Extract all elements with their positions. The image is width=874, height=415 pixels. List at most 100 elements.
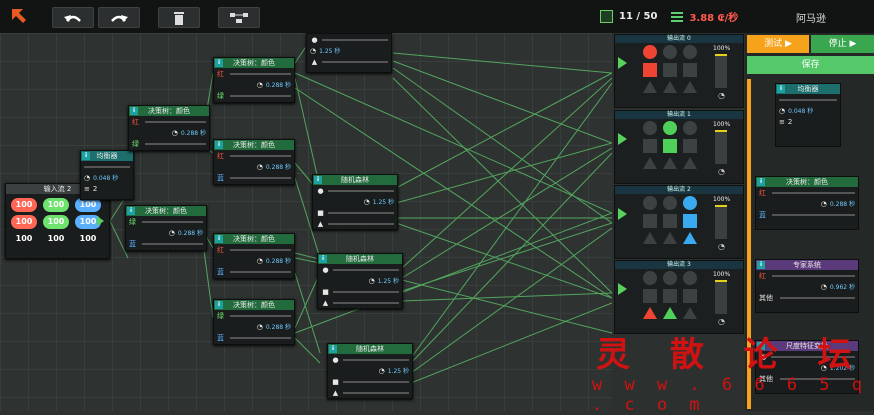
output-percent: 100% xyxy=(713,271,731,278)
tab-test[interactable]: 测试 ▶ xyxy=(747,35,809,53)
circle-slot xyxy=(643,121,657,135)
info-icon[interactable]: i xyxy=(777,85,785,93)
output-input-port[interactable] xyxy=(618,208,627,220)
dt-title-text: 决策树：颜色 xyxy=(233,59,275,67)
gauge-icon: ◔ xyxy=(168,228,175,237)
info-icon[interactable]: i xyxy=(82,152,90,160)
info-icon[interactable]: i xyxy=(319,255,327,263)
info-icon[interactable]: i xyxy=(314,176,322,184)
triangle-slot xyxy=(683,157,697,169)
gauge-icon: ◔ xyxy=(718,91,725,100)
slot xyxy=(230,270,291,273)
info-icon[interactable]: i xyxy=(329,345,337,353)
gauge-icon: ◔ xyxy=(820,282,827,291)
undo-button[interactable] xyxy=(52,7,94,28)
dt-input-b: 绿 xyxy=(132,139,139,148)
slot xyxy=(333,290,399,293)
info-icon[interactable]: i xyxy=(127,207,135,215)
panel-expert-title: i 专家系统 xyxy=(756,260,858,270)
rf-slot xyxy=(322,60,388,63)
output-input-port[interactable] xyxy=(618,57,627,69)
back-arrow-icon[interactable] xyxy=(9,6,29,26)
rf-row: ● xyxy=(328,354,412,365)
dt-row: 红 xyxy=(214,244,294,255)
square-icon: ■ xyxy=(332,377,339,386)
gauge-icon: ◔ xyxy=(256,80,263,89)
info-icon[interactable]: i xyxy=(130,107,138,115)
save-button[interactable]: 保存 xyxy=(747,56,874,74)
circle-slot xyxy=(663,45,677,59)
input-cell: 100 xyxy=(43,198,69,212)
input-cell: 100 xyxy=(43,215,69,229)
arrange-button[interactable] xyxy=(218,7,260,28)
slot xyxy=(230,248,291,251)
component-count: 11 / 50 xyxy=(619,11,658,22)
panel-expert-title-text: 专家系统 xyxy=(793,261,821,269)
output-input-port[interactable] xyxy=(618,283,627,295)
dt-row: 绿 xyxy=(126,216,206,227)
dt-title-text: 决策树：颜色 xyxy=(233,235,275,243)
dt-row: 蓝 xyxy=(126,238,206,249)
tab-stop[interactable]: 停止 ▶ xyxy=(811,35,874,53)
info-icon[interactable]: i xyxy=(757,261,765,269)
panel-scrollbar[interactable] xyxy=(747,79,751,409)
rf-row: ■ xyxy=(328,376,412,387)
redo-button[interactable] xyxy=(98,7,140,28)
slot xyxy=(230,336,291,339)
delete-button[interactable] xyxy=(158,7,200,28)
arrange-icon xyxy=(230,12,248,23)
dt-input-b: 蓝 xyxy=(129,239,136,248)
dt-time: 0.288 秒 xyxy=(265,324,291,331)
rf-row: ◔1.25 秒 xyxy=(328,365,412,376)
triangle-slot xyxy=(663,157,677,169)
balancer-time: 0.048 秒 xyxy=(93,175,119,182)
rf-time: 1.25 秒 xyxy=(387,368,409,375)
info-icon[interactable]: i xyxy=(215,141,223,149)
input-cell: 100 xyxy=(11,232,37,246)
square-icon: ■ xyxy=(317,208,324,217)
square-slot xyxy=(643,63,657,77)
output-progress-bar xyxy=(715,54,727,88)
rf-row: ◔1.25 秒 xyxy=(318,275,402,286)
panel-dt-a: 红 xyxy=(759,188,766,197)
input-output-port[interactable] xyxy=(97,216,104,226)
info-icon[interactable]: i xyxy=(215,235,223,243)
output-input-port[interactable] xyxy=(618,133,627,145)
info-icon[interactable]: i xyxy=(215,59,223,67)
dt-input-b: 蓝 xyxy=(217,333,224,342)
output-progress-bar xyxy=(715,130,727,164)
output-shape-grid xyxy=(643,45,699,93)
output-progress-bar xyxy=(715,280,727,314)
stop-icon: ▶ xyxy=(849,39,857,49)
random-forest-node-top[interactable]: ● ◔1.25 秒 ▲ xyxy=(306,33,392,73)
info-icon[interactable]: i xyxy=(215,301,223,309)
info-icon[interactable]: i xyxy=(757,342,765,350)
info-icon[interactable]: i xyxy=(757,178,765,186)
circle-slot xyxy=(643,196,657,210)
balancer-row-3: ≡2 xyxy=(81,183,133,194)
